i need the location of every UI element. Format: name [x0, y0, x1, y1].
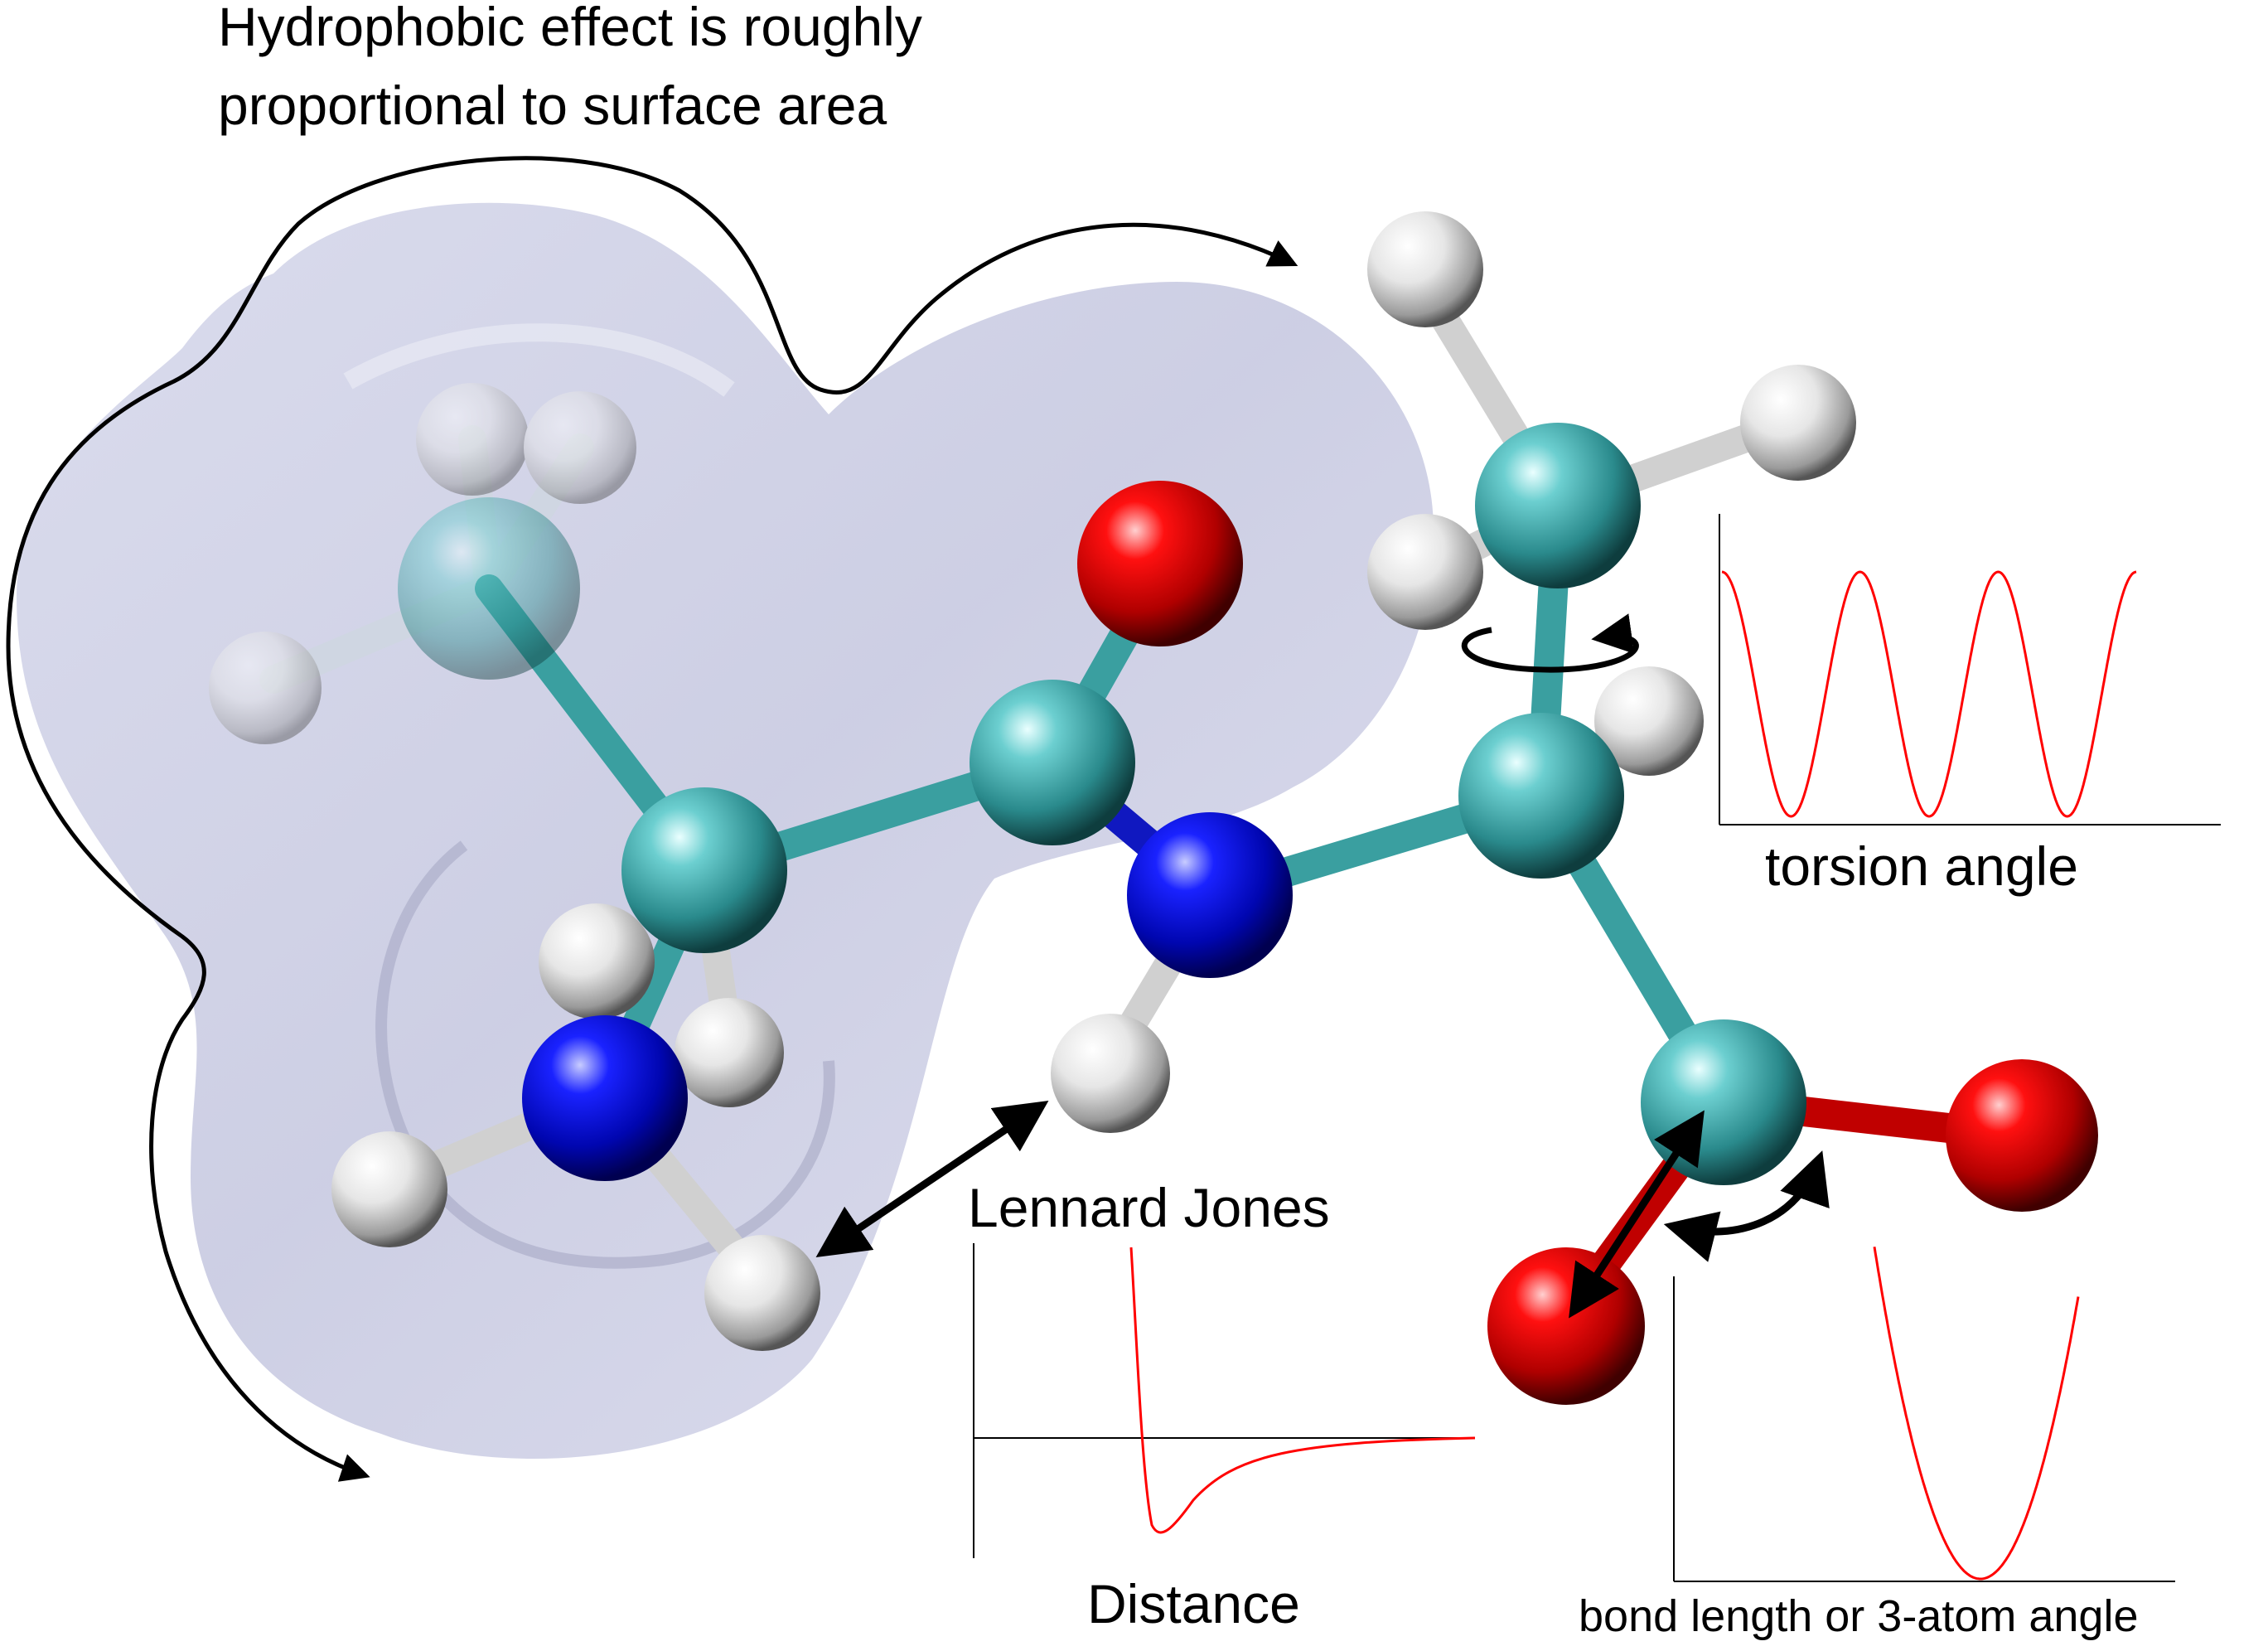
torsion-rotation-arrow: [1461, 613, 1639, 673]
carbon-atom: [621, 787, 787, 953]
hydrophobic-label-line1: Hydrophobic effect is roughly: [218, 0, 922, 57]
torsion-curve: [1721, 570, 2137, 818]
nitrogen-atom: [522, 1015, 688, 1181]
surface-outline-arrow: [6, 156, 1298, 1482]
hydrogen-atom: [1051, 1014, 1170, 1133]
distance-label: Distance: [1087, 1573, 1300, 1634]
lj-curve: [1129, 1247, 1476, 1534]
hydrogen-atom: [1367, 211, 1483, 327]
oxygen-atom: [1946, 1059, 2098, 1212]
hydrophobic-label-line2: proportional to surface area: [218, 75, 887, 136]
lennard-jones-plot: [973, 1243, 1476, 1558]
oxygen-atom: [1077, 481, 1243, 646]
hydrogen-atom: [1740, 365, 1856, 481]
nitrogen-atom: [1127, 812, 1293, 978]
torsion-plot: [1719, 514, 2221, 826]
carbon-atom: [1475, 423, 1641, 588]
torsion-angle-label: torsion angle: [1765, 835, 2078, 897]
hydrogen-atom: [704, 1235, 820, 1351]
carbon-atom: [1641, 1019, 1806, 1185]
bond-angle-arrow: [1663, 1150, 1830, 1262]
carbon-atom: [970, 680, 1135, 845]
hydrogen-atom: [331, 1131, 447, 1247]
oxygen-atom: [1487, 1247, 1645, 1405]
bond-length-angle-label: bond length or 3-atom angle: [1579, 1591, 2138, 1641]
hydrogen-atom: [1594, 666, 1704, 776]
text-labels: Hydrophobic effect is roughly proportion…: [218, 0, 2138, 1641]
interaction-arrows: [815, 613, 1830, 1319]
carbon-atom: [1458, 713, 1624, 879]
atoms: [209, 211, 2098, 1405]
lennard-jones-label: Lennard Jones: [968, 1177, 1330, 1238]
hydrogen-atom: [675, 998, 784, 1107]
hydrogen-atom: [1367, 514, 1483, 630]
lennard-jones-arrow: [815, 1100, 1049, 1258]
methyl-group-faded: [209, 383, 636, 744]
hydrogen-atom: [539, 903, 655, 1019]
bond-length-arrow: [1569, 1110, 1705, 1319]
bond-angle-plot: [1673, 1247, 2175, 1582]
bond-curve: [1873, 1247, 2080, 1581]
